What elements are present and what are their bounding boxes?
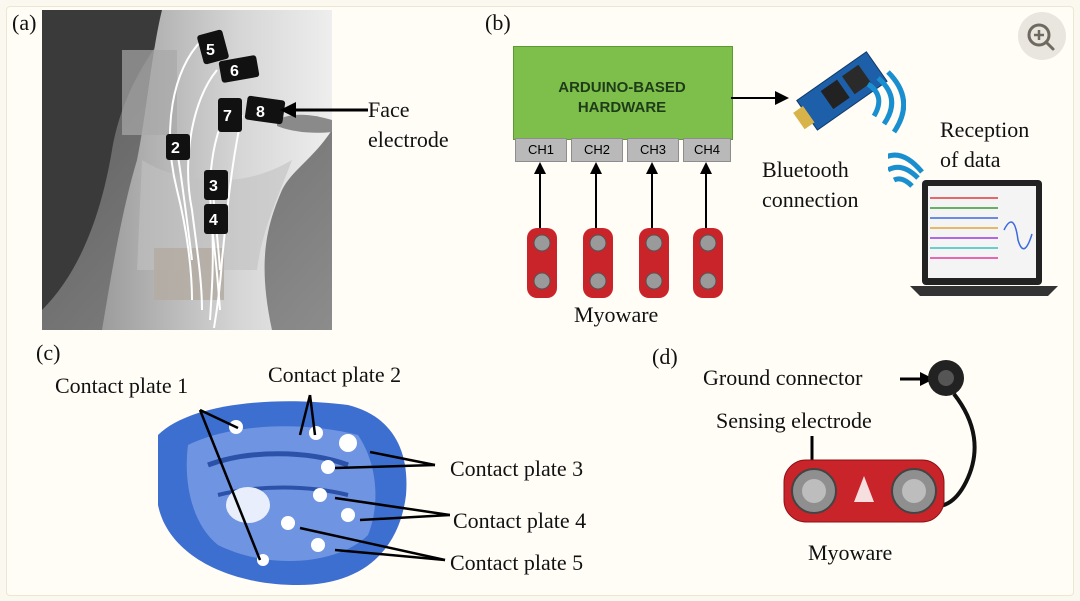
contact-plate-3-label: Contact plate 3	[450, 456, 584, 481]
contact-plate-arrows	[198, 394, 450, 562]
electrode-number: 8	[256, 104, 265, 121]
myoware-board-photo	[783, 360, 977, 523]
electrode-number: 3	[209, 178, 218, 195]
channel-ch3: CH3	[627, 138, 679, 162]
channel-ch2: CH2	[571, 138, 623, 162]
reception-label: Reception of data	[940, 117, 1030, 172]
ground-arrow	[900, 372, 934, 386]
bluetooth-module	[793, 51, 906, 134]
face-electrode-label: Face electrode	[368, 97, 449, 152]
face-photo: 5 6 7 8 2 3 4	[42, 10, 332, 330]
contact-plate-1-label: Contact plate 1	[55, 373, 189, 398]
bluetooth-label: Bluetooth connection	[762, 157, 859, 212]
myoware-label: Myoware	[574, 302, 659, 327]
arduino-hardware-box	[513, 46, 733, 140]
panel-b-label: (b)	[485, 10, 511, 35]
face-electrode-arrow	[280, 102, 368, 118]
channel-ch4: CH4	[683, 138, 731, 162]
myoware-sensors	[527, 228, 723, 298]
myoware-sensor	[583, 228, 613, 298]
electrode-markers: 5 6 7 8 2 3 4	[166, 29, 286, 234]
myoware-sensor	[527, 228, 557, 298]
zoom-in-icon	[1027, 23, 1055, 51]
myoware-board-label: Myoware	[808, 540, 893, 565]
panel-a-label: (a)	[12, 10, 37, 35]
electrode-number: 4	[209, 212, 218, 229]
channel-ch1: CH1	[515, 138, 567, 162]
sensing-electrode-label: Sensing electrode	[716, 408, 872, 433]
channel-row: CH1 CH2 CH3 CH4	[513, 138, 731, 162]
contact-plate-2-label: Contact plate 2	[268, 362, 402, 387]
electrode-number: 5	[206, 42, 215, 59]
contact-plate-5-label: Contact plate 5	[450, 550, 584, 575]
channel-arrows	[534, 162, 712, 228]
zoom-in-button[interactable]	[1018, 12, 1066, 60]
panel-d-label: (d)	[652, 344, 678, 369]
electrode-number: 2	[171, 140, 180, 157]
ground-connector-label: Ground connector	[703, 365, 863, 390]
panel-c-label: (c)	[36, 340, 61, 365]
contact-plate-4-label: Contact plate 4	[453, 508, 587, 533]
laptop-receiver	[888, 152, 1058, 296]
electrode-number: 7	[223, 108, 232, 125]
hardware-to-bluetooth-arrow	[731, 91, 789, 105]
myoware-sensor	[693, 228, 723, 298]
electrode-number: 6	[230, 63, 239, 80]
myoware-sensor	[639, 228, 669, 298]
hardware-label: ARDUINO-BASED HARDWARE	[558, 79, 686, 116]
